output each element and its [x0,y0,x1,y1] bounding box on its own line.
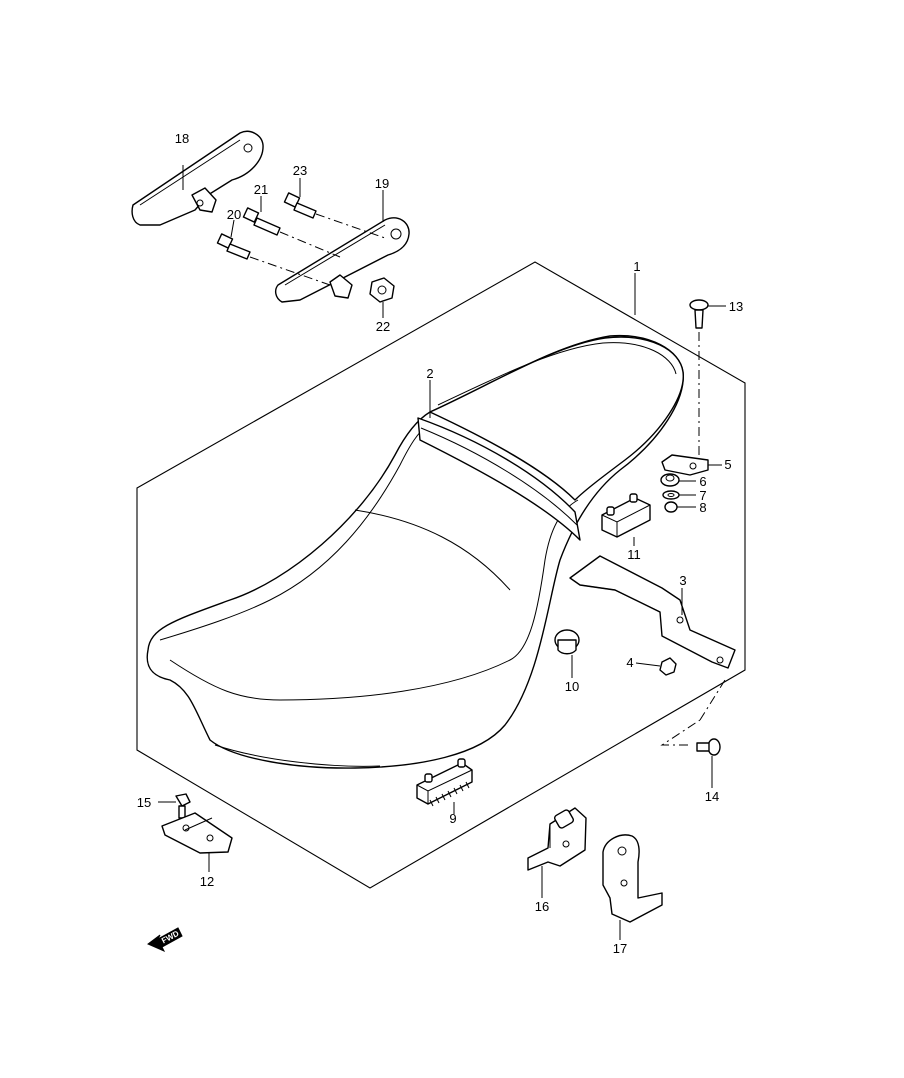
callout-5: 5 [724,457,731,472]
cushion-11 [601,493,651,538]
callout-12: 12 [200,874,214,889]
cushion-10 [554,629,580,655]
cushion-9 [416,758,473,807]
forward-arrow-icon: FWD [147,927,183,953]
callout-15: 15 [137,795,151,810]
callout-23: 23 [293,163,307,178]
callout-21: 21 [254,182,268,197]
grab-rail-left [131,130,264,226]
callout-labels: 1 2 3 4 5 6 7 8 9 10 11 12 13 14 15 16 1… [137,131,743,956]
callout-1: 1 [633,259,640,274]
nut-8 [664,501,678,513]
callout-22: 22 [376,319,390,334]
washer-7 [662,490,680,500]
callout-11: 11 [627,547,641,562]
callout-3: 3 [679,573,686,588]
callout-18: 18 [175,131,189,146]
grommet-6 [660,473,680,487]
callout-2: 2 [426,366,433,381]
bracket-17 [602,834,663,923]
nut-22 [369,277,395,303]
callout-17: 17 [613,941,627,956]
leader-lines [158,165,726,940]
seat-illustration [146,334,684,769]
nut-4 [659,657,677,676]
callout-9: 9 [449,811,456,826]
bracket-5 [661,454,709,476]
screw-13 [689,299,709,329]
callout-6: 6 [699,474,706,489]
screw-14 [696,738,721,756]
bolt-23 [283,192,317,219]
callout-14: 14 [705,789,719,804]
bolt-21 [242,207,281,236]
callout-8: 8 [699,500,706,515]
bolt-20 [216,233,251,260]
bracket-3 [569,555,736,669]
callout-20: 20 [227,207,241,222]
callout-19: 19 [375,176,389,191]
bracket-12 [161,812,233,854]
callout-13: 13 [729,299,743,314]
callout-16: 16 [535,899,549,914]
callout-10: 10 [565,679,579,694]
callout-7: 7 [699,488,706,503]
bracket-16 [527,807,587,871]
bolt-15 [175,793,191,819]
callout-4: 4 [626,655,633,670]
seat-assembly-boundary [136,261,746,889]
